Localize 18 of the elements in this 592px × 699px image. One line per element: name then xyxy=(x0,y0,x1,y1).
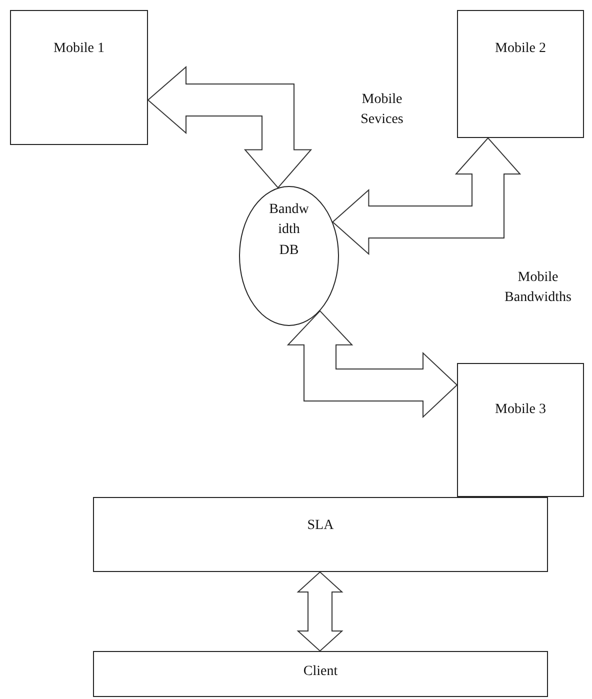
node-label: Mobile 2 xyxy=(495,41,546,57)
node-label: Mobile 3 xyxy=(495,402,546,418)
device-box xyxy=(10,10,148,145)
device-box xyxy=(93,497,548,572)
double-arrow xyxy=(147,66,312,188)
node-label: Mobile 1 xyxy=(54,41,104,57)
text-label: Mobile Sevices xyxy=(360,91,404,129)
double-arrow xyxy=(332,137,522,256)
node-label: Client xyxy=(303,664,338,680)
database-ellipse xyxy=(239,186,339,326)
node-label: Bandwidth DB xyxy=(268,201,310,260)
device-box xyxy=(457,363,584,497)
double-arrow xyxy=(296,571,344,652)
text-label: Mobile Bandwidths xyxy=(504,269,572,307)
device-box xyxy=(457,10,584,138)
double-arrow xyxy=(286,310,458,418)
node-label: SLA xyxy=(307,518,334,534)
device-box xyxy=(93,651,548,697)
